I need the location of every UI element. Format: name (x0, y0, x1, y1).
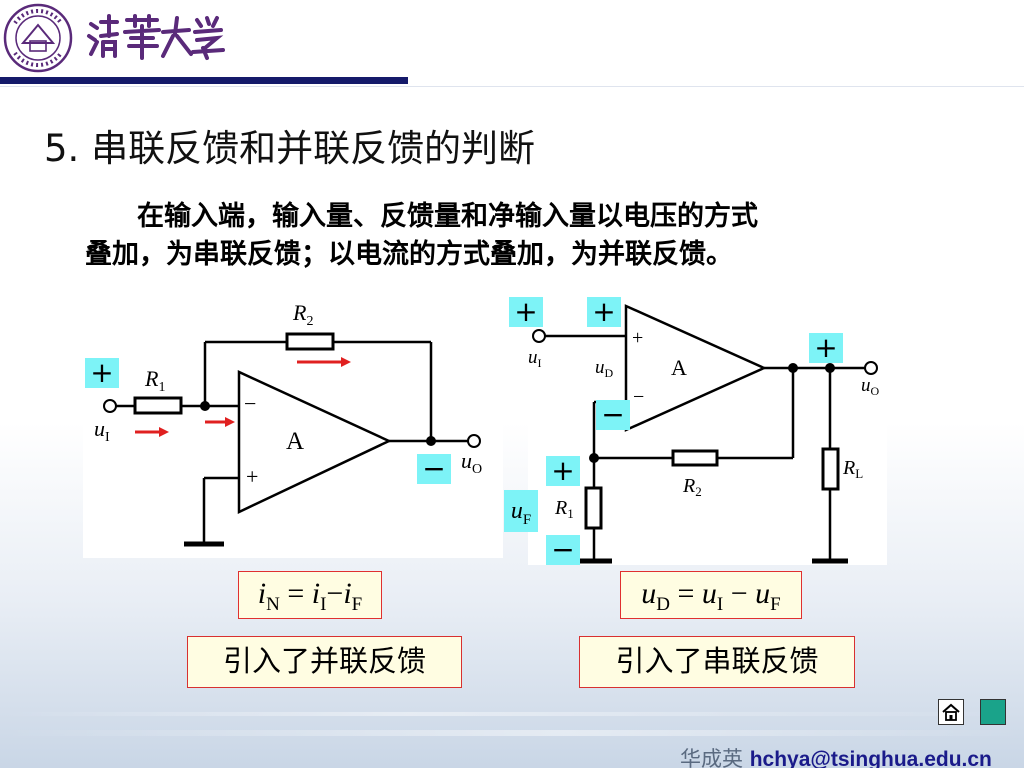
resistor-rl (821, 447, 840, 491)
university-name-logo (87, 14, 225, 60)
series-circuit-diagram: + − A uI uD uO R2 R1 RL (528, 304, 880, 564)
opamp-label: A (286, 428, 304, 455)
rl-label: RL (842, 457, 863, 481)
junction-node (589, 453, 599, 463)
output-terminal (467, 434, 481, 448)
opamp-plus-pin: + (632, 327, 643, 349)
junction-node (788, 363, 798, 373)
output-voltage-label: uO (461, 448, 482, 477)
minus-sign-badge: − (546, 535, 580, 565)
opamp-label: A (671, 355, 687, 380)
input-voltage-label: uI (528, 347, 542, 370)
input-terminal (532, 329, 546, 343)
author-name: 华成英 (680, 747, 743, 768)
plus-sign-badge: + (809, 333, 843, 363)
resistor-r1 (584, 486, 603, 530)
resistor-r2 (671, 449, 719, 467)
diff-voltage-label: uD (595, 357, 614, 380)
resistor-r2 (285, 332, 335, 351)
home-button[interactable] (938, 699, 964, 725)
current-arrow-feedback (297, 357, 351, 367)
r1-label: R1 (144, 366, 165, 395)
plus-sign-badge: + (587, 297, 621, 327)
input-terminal (103, 399, 117, 413)
home-icon (942, 703, 960, 721)
junction-node (200, 401, 210, 411)
junction-node (426, 436, 436, 446)
next-page-button[interactable] (980, 699, 1006, 725)
shunt-feedback-circuit: − + A R1 R2 uI uO (83, 300, 503, 558)
plus-sign-badge: + (546, 456, 580, 486)
header (0, 0, 1024, 87)
background-streak (0, 712, 1024, 716)
shunt-feedback-conclusion: 引入了并联反馈 (187, 636, 462, 688)
plus-sign-badge: + (85, 358, 119, 388)
current-arrow-in (135, 427, 169, 437)
current-arrow-net (205, 417, 235, 427)
author-email[interactable]: hchya@tsinghua.edu.cn (749, 748, 992, 768)
header-divider (0, 86, 1024, 87)
opamp-minus-pin: − (244, 391, 256, 416)
series-feedback-conclusion: 引入了串联反馈 (579, 636, 855, 688)
minus-sign-badge: − (417, 454, 451, 484)
voltage-equation: uD = uI − uF (620, 571, 802, 619)
plus-sign-badge: + (509, 297, 543, 327)
background-streak (0, 730, 1024, 736)
junction-node (825, 363, 835, 373)
body-text-line: 在输入端，输入量、反馈量和净输入量以电压的方式 (137, 201, 758, 232)
input-voltage-label: uI (94, 416, 110, 445)
next-page-icon (981, 700, 1005, 724)
minus-sign-badge: − (596, 400, 630, 430)
opamp-plus-pin: + (246, 464, 258, 489)
slide-title: 5. 串联反馈和并联反馈的判断 (44, 127, 536, 170)
footer-credit: 华成英 hchya@tsinghua.edu.cn (680, 743, 992, 768)
body-text-line: 叠加，为串联反馈；以电流的方式叠加，为并联反馈。 (85, 239, 733, 270)
current-equation: iN = iI−iF (238, 571, 382, 619)
feedback-voltage-badge: uF (504, 490, 538, 532)
r2-label: R2 (682, 475, 702, 499)
university-seal-icon (3, 3, 73, 73)
r1-label: R1 (554, 497, 574, 521)
r2-label: R2 (292, 300, 313, 329)
resistor-r1 (133, 396, 183, 415)
header-rule (0, 77, 408, 84)
shunt-circuit-diagram: − + A R1 R2 uI uO (94, 300, 482, 547)
output-voltage-label: uO (861, 375, 880, 398)
output-terminal (864, 361, 878, 375)
opamp-minus-pin: − (633, 386, 644, 408)
